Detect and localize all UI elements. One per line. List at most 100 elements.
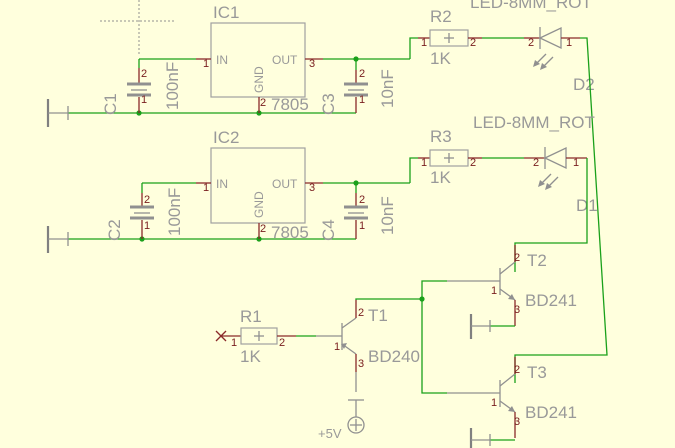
r2-value-label: 1K bbox=[430, 49, 451, 68]
t1-pin-3: 3 bbox=[358, 358, 364, 370]
t3-transistor[interactable]: 2 1 3 T3 BD241 bbox=[447, 357, 577, 438]
t2-value-label: BD241 bbox=[525, 291, 577, 310]
t2-transistor[interactable]: 2 1 3 T2 BD241 bbox=[447, 245, 577, 326]
ground-symbol bbox=[469, 428, 491, 448]
c2-capacitor[interactable]: 2 1 C2 100nF bbox=[105, 188, 184, 241]
ic2-pin-3: 3 bbox=[309, 182, 315, 194]
t3-pin-1: 1 bbox=[491, 397, 497, 409]
c3-value-label: 10nF bbox=[378, 69, 397, 108]
r2-pin-1: 1 bbox=[421, 37, 427, 49]
ic1-pin-3: 3 bbox=[309, 58, 315, 70]
ic1-pin-2: 2 bbox=[260, 97, 266, 109]
ic2-ref-label: IC2 bbox=[213, 128, 239, 147]
d1-cathode-wire bbox=[514, 158, 588, 272]
d1-led[interactable]: 2 1 LED-8MM_ROT D1 bbox=[473, 113, 598, 215]
c1-pin-2: 2 bbox=[141, 68, 147, 80]
ic2-pin-1: 1 bbox=[203, 182, 209, 194]
r1-value-label: 1K bbox=[240, 347, 261, 366]
plus-5v-supply: +5V bbox=[318, 372, 365, 441]
r2-ref-label: R2 bbox=[430, 7, 452, 26]
t1-pin-1: 1 bbox=[334, 341, 340, 353]
ic1-in-pin-name: IN bbox=[216, 53, 228, 67]
c2-ref-label: C2 bbox=[105, 219, 124, 241]
t1-transistor[interactable]: 2 1 3 T1 BD240 bbox=[316, 300, 420, 372]
t1-ref-label: T1 bbox=[368, 306, 388, 325]
t1-collector-net bbox=[355, 298, 422, 300]
ground-symbol bbox=[469, 314, 491, 339]
input-x-marker bbox=[215, 330, 241, 342]
ic2-output-to-r3-wire bbox=[409, 157, 418, 183]
ic1-value-label: 7805 bbox=[271, 95, 309, 114]
t2-pin-3: 3 bbox=[514, 304, 520, 316]
r3-pin-2: 2 bbox=[470, 157, 476, 169]
d1-pin-2: 2 bbox=[533, 157, 539, 169]
regulator-1-section: IC1 IN OUT GND 1 3 2 7805 2 1 C1 100nF bbox=[46, 0, 608, 383]
t3-base-wire bbox=[421, 299, 447, 394]
r1-resistor[interactable]: 1 2 R1 1K bbox=[231, 307, 296, 366]
c3-capacitor[interactable]: 2 1 C3 10nF bbox=[319, 68, 397, 115]
d2-led[interactable]: 2 1 LED-8MM_ROT D2 bbox=[470, 0, 595, 94]
c1-ref-label: C1 bbox=[101, 93, 120, 115]
r3-value-label: 1K bbox=[430, 168, 451, 187]
t3-pin-3: 3 bbox=[514, 416, 520, 428]
driver-section: 1 2 R1 1K 2 1 3 T1 BD240 bbox=[215, 245, 577, 448]
ic2-gnd-pin-name: GND bbox=[252, 191, 266, 218]
ground-symbol bbox=[46, 99, 69, 127]
ic1-output-to-r2-wire bbox=[409, 37, 418, 59]
ic2-pin-2: 2 bbox=[260, 223, 266, 235]
ic1-ref-label: IC1 bbox=[213, 3, 239, 22]
crosshair-cursor bbox=[100, 0, 175, 55]
c3-pin-1: 1 bbox=[359, 94, 365, 106]
c4-pin-2: 2 bbox=[359, 194, 365, 206]
c2-pin-2: 2 bbox=[144, 194, 150, 206]
t2-pin-1: 1 bbox=[491, 285, 497, 297]
c1-value-label: 100nF bbox=[163, 62, 182, 110]
r1-pin-1: 1 bbox=[231, 337, 237, 349]
ground-symbol bbox=[46, 226, 69, 253]
c2-value-label: 100nF bbox=[165, 188, 184, 236]
d2-value-label: LED-8MM_ROT bbox=[470, 0, 592, 12]
r2-resistor[interactable]: 1 2 R2 1K bbox=[418, 7, 482, 68]
c3-pin-2: 2 bbox=[359, 68, 365, 80]
c1-capacitor[interactable]: 2 1 C1 100nF bbox=[101, 62, 182, 115]
t3-value-label: BD241 bbox=[525, 403, 577, 422]
d2-ref-label: D2 bbox=[573, 75, 595, 94]
ic2-out-pin-name: OUT bbox=[272, 177, 298, 191]
junction-dot bbox=[353, 180, 359, 186]
ic1-out-pin-name: OUT bbox=[272, 53, 298, 67]
r3-pin-1: 1 bbox=[421, 157, 427, 169]
ic2-value-label: 7805 bbox=[271, 223, 309, 242]
t3-ref-label: T3 bbox=[527, 363, 547, 382]
plus-5v-label: +5V bbox=[318, 426, 342, 441]
r3-resistor[interactable]: 1 2 R3 1K bbox=[418, 127, 482, 187]
junction-dot bbox=[353, 56, 359, 62]
r2-pin-2: 2 bbox=[470, 37, 476, 49]
c1-pin-1: 1 bbox=[141, 94, 147, 106]
d2-pin-2: 2 bbox=[528, 37, 534, 49]
d1-value-label: LED-8MM_ROT bbox=[473, 113, 595, 132]
r1-ref-label: R1 bbox=[240, 307, 262, 326]
d1-pin-1: 1 bbox=[573, 157, 579, 169]
ic2-in-pin-name: IN bbox=[216, 177, 228, 191]
c4-ref-label: C4 bbox=[319, 219, 338, 241]
ic1-gnd-pin-name: GND bbox=[252, 66, 266, 93]
junction-dot bbox=[419, 296, 425, 302]
ic1-regulator[interactable]: IC1 IN OUT GND 1 3 2 7805 bbox=[196, 3, 323, 114]
c3-ref-label: C3 bbox=[319, 93, 338, 115]
ic2-regulator[interactable]: IC2 IN OUT GND 1 3 2 7805 bbox=[196, 128, 323, 242]
t2-ref-label: T2 bbox=[527, 251, 547, 270]
t2-pin-2: 2 bbox=[514, 252, 520, 264]
t1-pin-2: 2 bbox=[358, 307, 364, 319]
r1-pin-2: 2 bbox=[279, 337, 285, 349]
c4-capacitor[interactable]: 2 1 C4 10nF bbox=[319, 193, 397, 241]
ic1-pin-1: 1 bbox=[203, 58, 209, 70]
d2-pin-1: 1 bbox=[566, 37, 572, 49]
regulator-2-section: IC2 IN OUT GND 1 3 2 7805 2 1 C2 100nF bbox=[46, 113, 598, 272]
t1-value-label: BD240 bbox=[368, 347, 420, 366]
r3-ref-label: R3 bbox=[430, 127, 452, 146]
c2-pin-1: 1 bbox=[144, 220, 150, 232]
t3-pin-2: 2 bbox=[514, 364, 520, 376]
t2-t3-base-bus bbox=[421, 280, 447, 299]
c4-pin-1: 1 bbox=[359, 220, 365, 232]
